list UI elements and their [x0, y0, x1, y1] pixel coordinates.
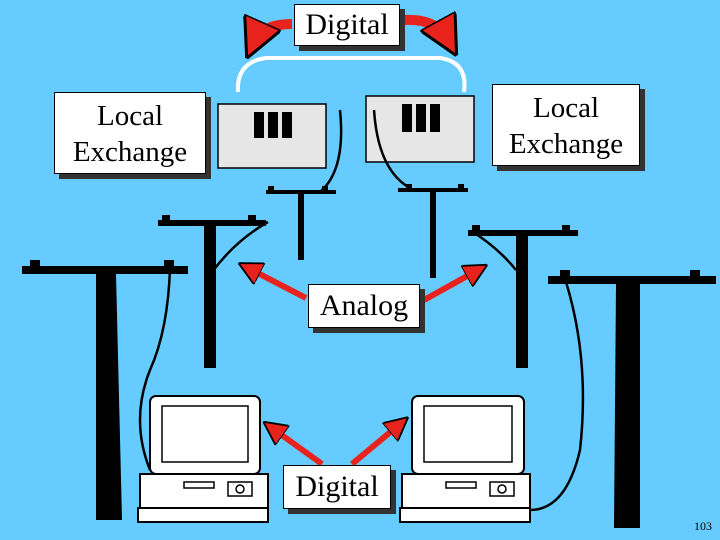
- digital-top-label: Digital: [294, 4, 400, 46]
- exchange-box-left: [217, 103, 327, 169]
- digital-link-line: [235, 56, 467, 93]
- pole-small-left: [266, 186, 336, 260]
- computer-right: [399, 395, 531, 523]
- local-exchange-left-line1: Local: [96, 100, 163, 132]
- local-exchange-right-line1: Local: [532, 92, 599, 124]
- pole-medium-right: [468, 225, 578, 368]
- local-exchange-right-label: Local Exchange: [492, 84, 640, 166]
- slide-number: 103: [694, 519, 712, 533]
- digital-bottom-label: Digital: [283, 465, 391, 509]
- pole-small-right: [398, 184, 468, 278]
- local-exchange-right-line2: Exchange: [508, 128, 624, 160]
- pole-medium-left: [158, 215, 266, 368]
- digital-arrow-bottom-right: [350, 424, 400, 467]
- pole-large-left: [22, 260, 188, 520]
- exchange-box-right: [365, 95, 475, 163]
- local-exchange-left-line2: Exchange: [72, 136, 188, 168]
- analog-arrow-left: [248, 268, 308, 301]
- digital-arrow-right: [403, 20, 448, 40]
- local-exchange-left-label: Local Exchange: [54, 92, 206, 174]
- pole-large-right: [548, 270, 716, 528]
- analog-arrow-right: [422, 270, 478, 303]
- digital-arrow-left: [254, 24, 293, 42]
- computer-left: [137, 395, 269, 523]
- wires: [138, 109, 585, 512]
- analog-label: Analog: [308, 284, 420, 328]
- digital-arrow-bottom-left: [272, 428, 324, 467]
